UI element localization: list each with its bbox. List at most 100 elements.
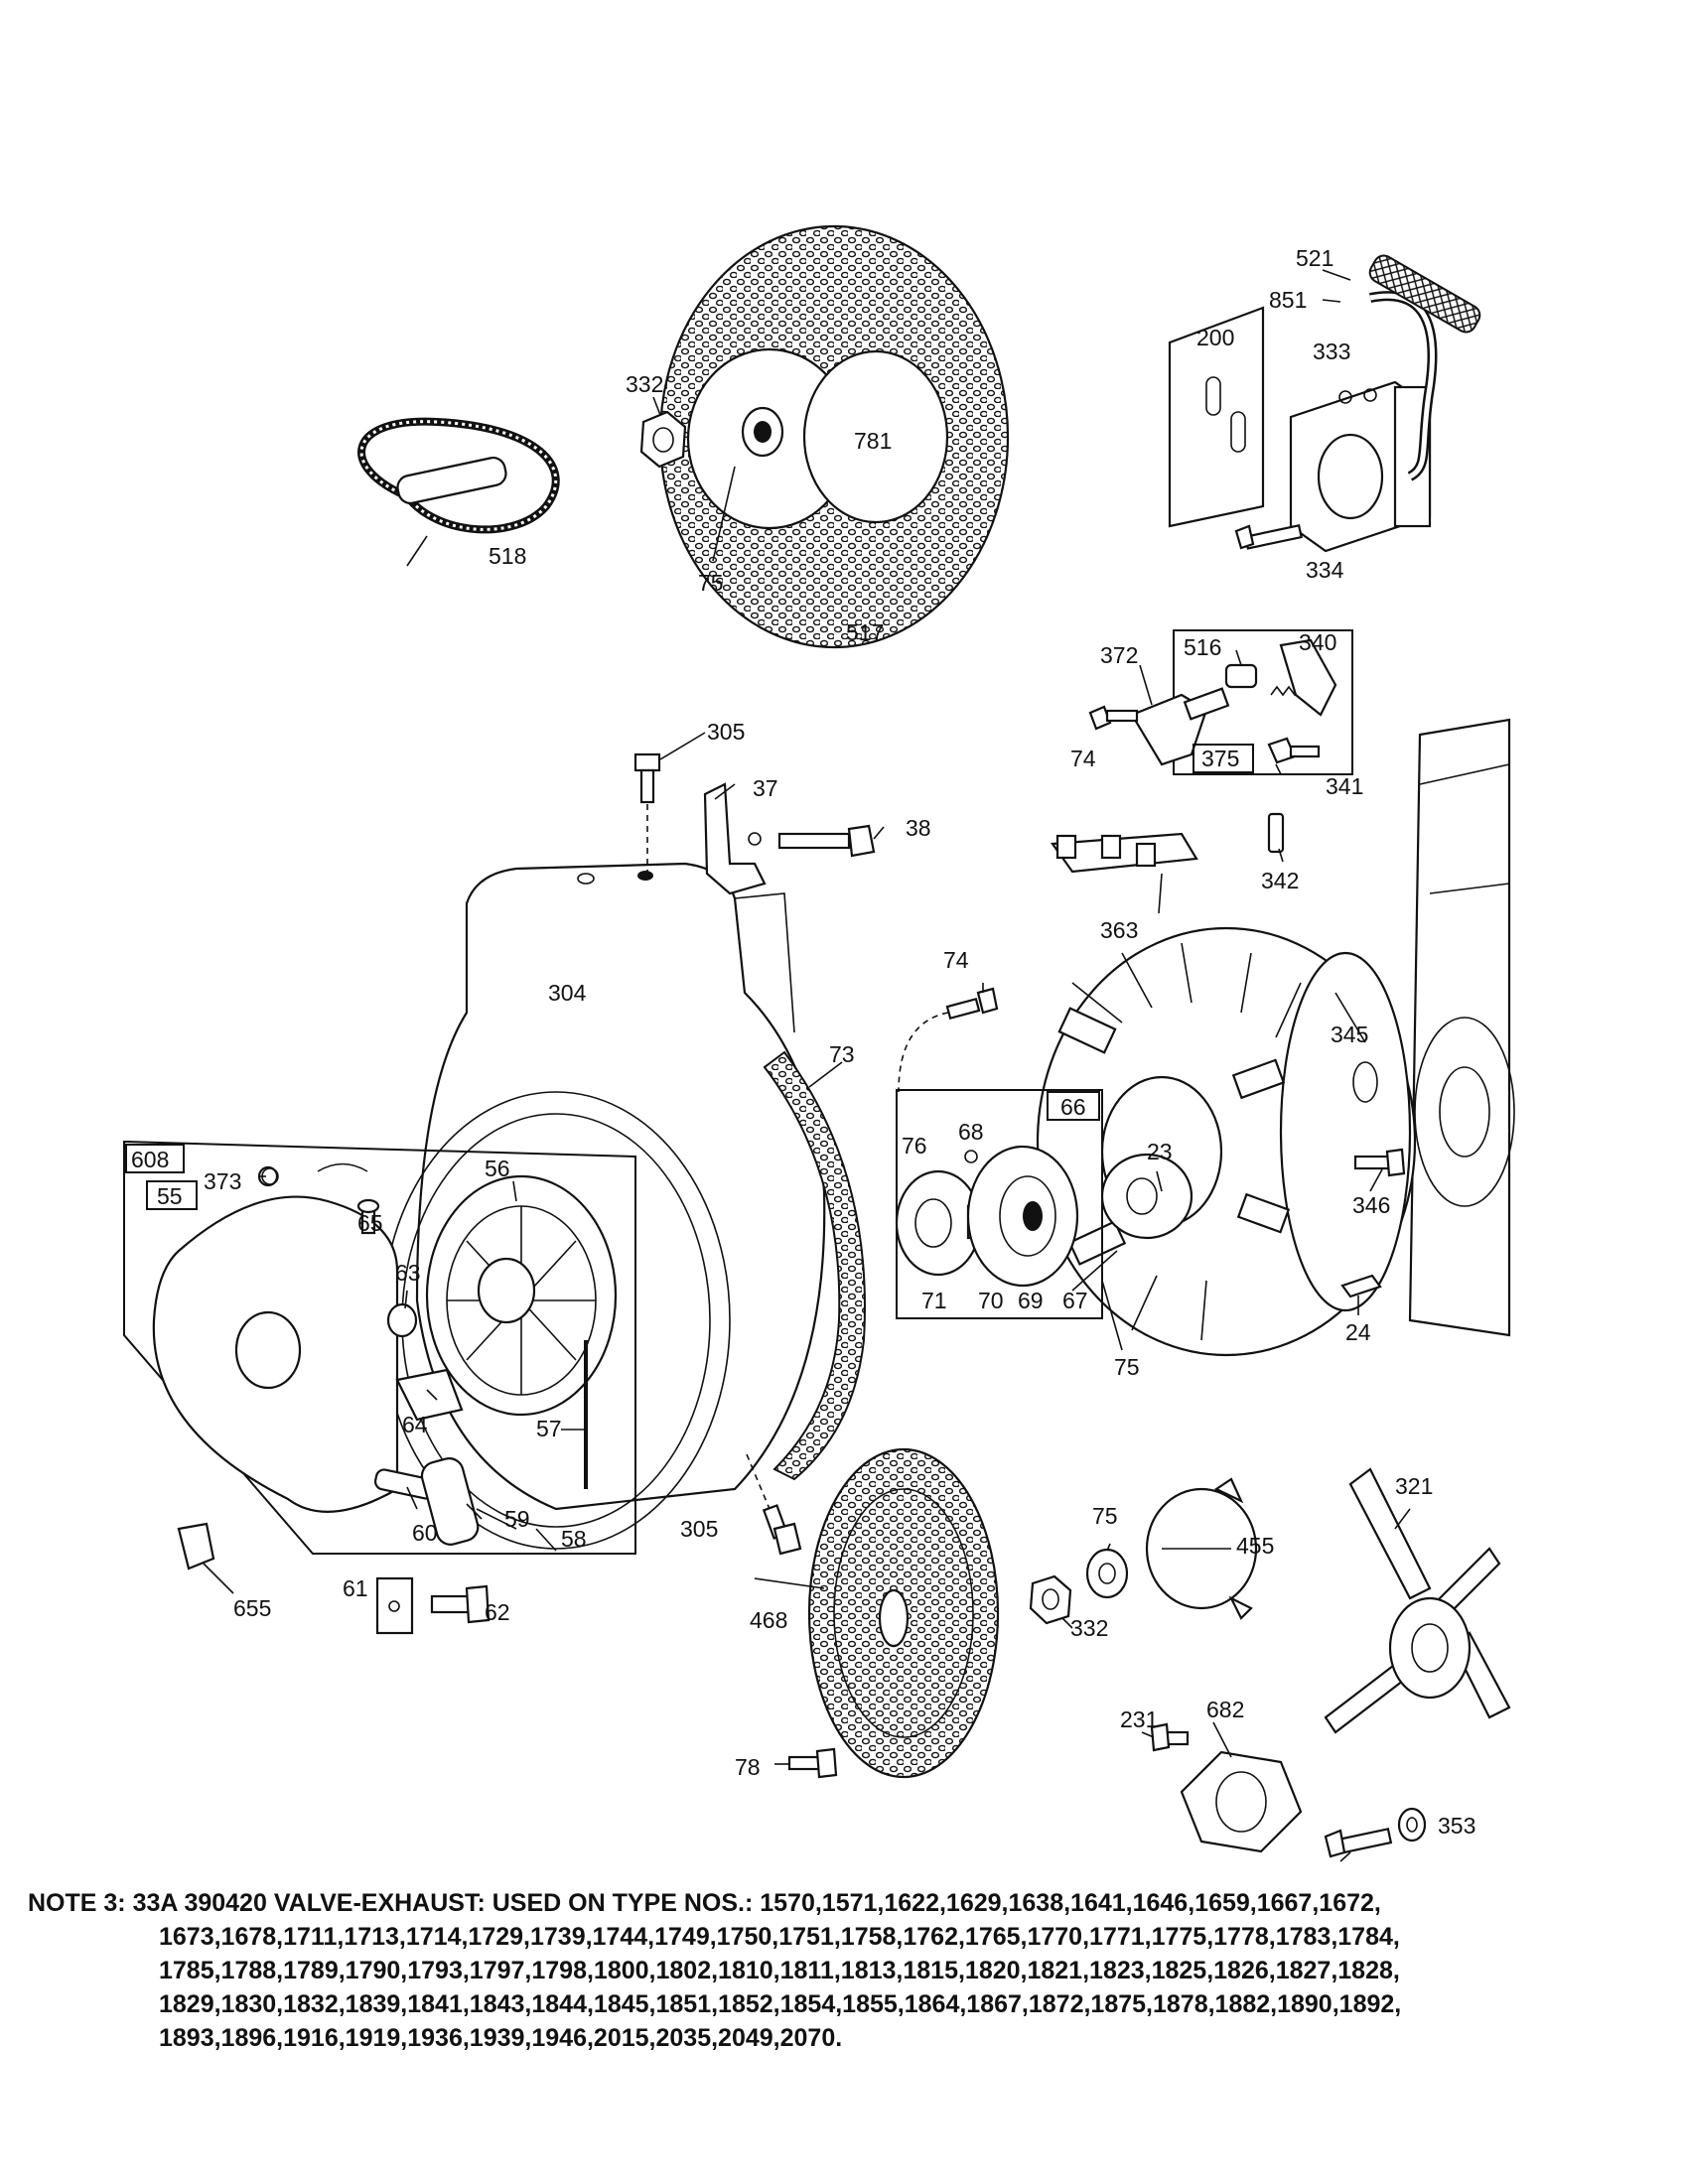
insert-59: [476, 1508, 517, 1530]
label-66: 66: [1060, 1094, 1086, 1120]
rotating-screen-468: [807, 1447, 1000, 1779]
label-200: 200: [1196, 325, 1234, 350]
spring-63: [386, 1302, 418, 1338]
label-75-mid: 75: [1114, 1354, 1140, 1380]
key-24: [1340, 1274, 1382, 1298]
label-65: 65: [357, 1210, 383, 1236]
pin-342: [1267, 812, 1285, 854]
wire-harness-518: [357, 417, 560, 567]
screw-74-top: [1088, 705, 1139, 731]
label-321: 321: [1395, 1473, 1433, 1499]
label-517: 517: [846, 619, 884, 645]
nut-23: [1100, 1153, 1193, 1240]
parts-exploded-diagram: 521 851 200 333 334 332 781 75 517 518 3…: [123, 224, 1515, 1866]
label-455: 455: [1236, 1533, 1274, 1559]
label-23: 23: [1147, 1139, 1173, 1164]
label-334-bottom: 334: [1329, 1863, 1367, 1866]
starter-housing-55: [152, 1162, 399, 1513]
label-521: 521: [1296, 245, 1333, 271]
screw-38: [777, 824, 876, 858]
label-38: 38: [906, 815, 931, 841]
screw-305-bottom: [746, 1453, 802, 1556]
washer-75-bottom: [1085, 1548, 1129, 1599]
note-line-3: 1785,1788,1789,1790,1793,1797,1798,1800,…: [159, 1957, 1400, 1984]
label-37: 37: [753, 775, 778, 801]
label-608: 608: [131, 1147, 169, 1172]
adapter-682: [1180, 1750, 1303, 1853]
label-372: 372: [1100, 642, 1138, 668]
label-68: 68: [958, 1119, 984, 1145]
label-63: 63: [395, 1260, 421, 1286]
label-682: 682: [1206, 1697, 1244, 1722]
label-373: 373: [204, 1168, 241, 1194]
label-74-top: 74: [1070, 746, 1096, 771]
spider-321: [1324, 1467, 1511, 1734]
label-60: 60: [412, 1520, 438, 1546]
label-57: 57: [536, 1416, 562, 1441]
label-655: 655: [233, 1595, 271, 1621]
label-62: 62: [485, 1599, 510, 1625]
label-305-bottom: 305: [680, 1516, 718, 1542]
note-3: NOTE 3: 33A 390420 VALVE-EXHAUST: USED O…: [28, 1886, 1656, 2055]
bracket-200: [1168, 306, 1265, 528]
screen-ring-73: [763, 1050, 866, 1481]
label-334-top: 334: [1306, 557, 1344, 583]
leader-lines: [203, 269, 1411, 1862]
label-363: 363: [1100, 917, 1138, 943]
washer-61: [375, 1576, 414, 1635]
label-345: 345: [1331, 1022, 1368, 1047]
label-342: 342: [1261, 868, 1299, 893]
label-box-375: [1193, 744, 1254, 773]
label-516: 516: [1184, 634, 1221, 660]
armature-333: [1289, 380, 1432, 553]
starter-pulley-56: [425, 1174, 618, 1417]
label-56: 56: [485, 1156, 510, 1181]
note-line-1-values: 1570,1571,1622,1629,1638,1641,1646,1659,…: [760, 1889, 1381, 1917]
rotating-screen-517: [658, 224, 1010, 649]
note-line-5: 1893,1896,1916,1919,1936,1939,1946,2015,…: [159, 2024, 843, 2052]
label-346: 346: [1352, 1192, 1390, 1218]
handle-60: [373, 1457, 480, 1546]
label-468: 468: [750, 1607, 787, 1633]
label-353: 353: [1438, 1813, 1475, 1839]
label-59: 59: [504, 1506, 530, 1532]
label-304: 304: [548, 980, 587, 1006]
label-333: 333: [1313, 339, 1350, 364]
label-231: 231: [1120, 1706, 1158, 1732]
label-61: 61: [343, 1575, 368, 1601]
screw-341: [1267, 737, 1321, 764]
nut-353: [1397, 1807, 1427, 1843]
label-64: 64: [402, 1412, 428, 1437]
note-prefix: NOTE 3: 33A 390420 VALVE-EXHAUST: USED O…: [28, 1889, 761, 1917]
screw-334-top: [1234, 524, 1303, 550]
label-781: 781: [854, 428, 892, 454]
note-line-4: 1829,1830,1832,1839,1841,1843,1844,1845,…: [159, 1990, 1402, 2018]
label-69: 69: [1018, 1288, 1044, 1313]
screw-334-bottom: [1324, 1828, 1393, 1858]
label-305-top: 305: [707, 719, 745, 745]
label-76: 76: [902, 1133, 927, 1159]
label-78: 78: [735, 1754, 761, 1780]
screw-65: [356, 1198, 380, 1235]
label-24: 24: [1345, 1319, 1371, 1345]
label-70: 70: [978, 1288, 1004, 1313]
blower-housing-304: [381, 862, 826, 1550]
label-box-608: [125, 1144, 185, 1173]
lever-372: [1130, 687, 1230, 766]
nut-332-top: [639, 410, 687, 469]
label-box-55: [146, 1180, 198, 1210]
clip-655: [177, 1522, 215, 1570]
note-line-2: 1673,1678,1711,1713,1714,1729,1739,1744,…: [159, 1923, 1400, 1951]
group-box-608: [123, 1140, 636, 1555]
bracket-37: [703, 782, 767, 895]
stop-switch-363: [1050, 832, 1198, 874]
label-851: 851: [1269, 287, 1307, 313]
spark-plug-boot-521: [1368, 254, 1481, 334]
label-67: 67: [1062, 1288, 1088, 1313]
label-332-bottom: 332: [1070, 1615, 1108, 1641]
label-341: 341: [1326, 773, 1363, 799]
screw-346: [1353, 1148, 1406, 1177]
label-340: 340: [1299, 629, 1336, 655]
note-line-1: NOTE 3: 33A 390420 VALVE-EXHAUST: USED O…: [28, 1886, 1656, 1920]
screw-78: [787, 1747, 838, 1779]
